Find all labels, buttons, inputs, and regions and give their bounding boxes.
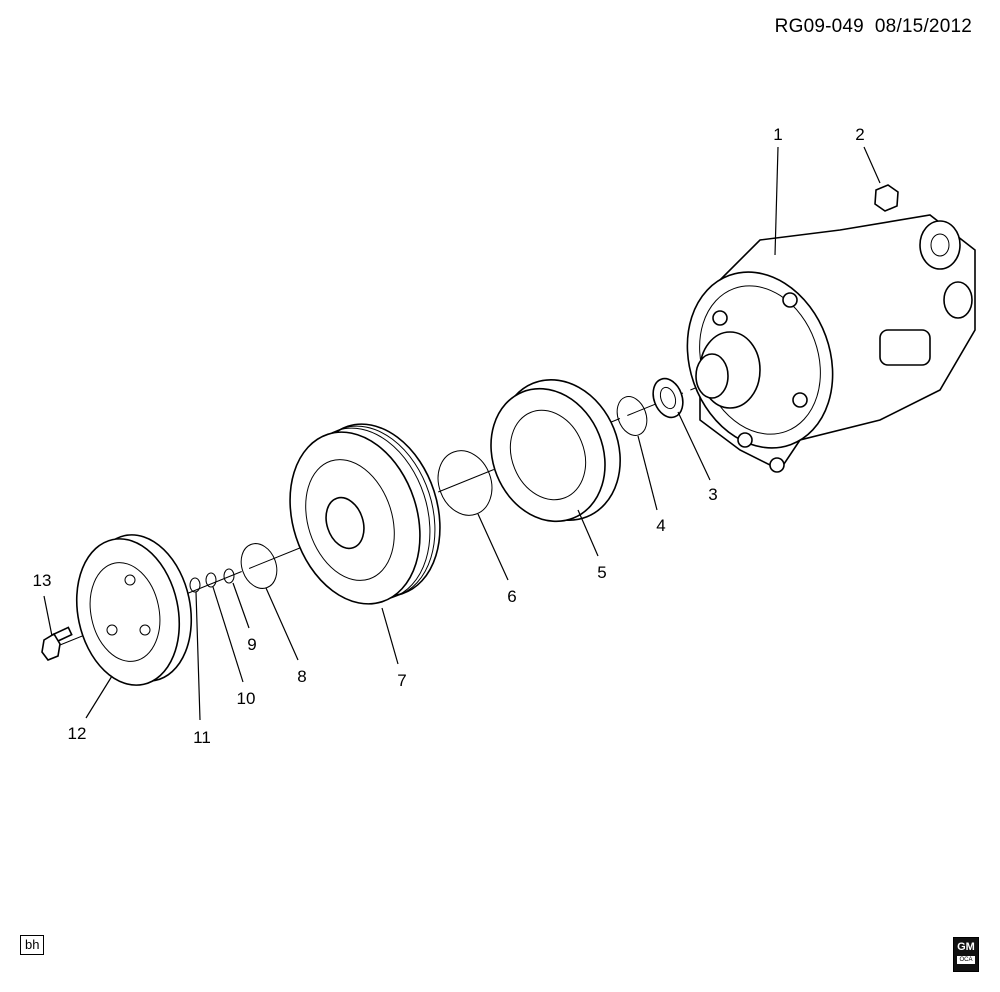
diagram-date: 08/15/2012 (874, 16, 972, 37)
part-5-coil (490, 378, 621, 523)
part-7-pulley (289, 423, 441, 605)
callout-4: 4 (656, 516, 665, 535)
part-6-snap-ring (437, 450, 493, 516)
part-4-snap-ring (616, 396, 648, 436)
callout-9: 9 (247, 635, 256, 654)
part-9-shim (223, 568, 235, 584)
part-13-bolt (41, 626, 73, 661)
callout-6: 6 (507, 587, 516, 606)
callout-13: 13 (33, 571, 52, 590)
part-8-snap-ring (240, 543, 278, 589)
gm-logo-subtext: OCA (957, 956, 975, 964)
diagram-header: RG09-049 08/15/2012 (775, 16, 972, 38)
part-12-clutch-plate (75, 534, 193, 686)
illustrator-initials: bh (20, 935, 45, 955)
part-2-cap (874, 184, 899, 212)
part-3-seal (652, 377, 684, 419)
callout-7: 7 (397, 671, 406, 690)
diagram-id: RG09-049 (774, 16, 864, 37)
part-11-shim (189, 577, 201, 593)
callout-11: 11 (193, 728, 211, 747)
leader-lines (43, 146, 881, 721)
gm-logo-text: GM (957, 941, 975, 953)
callout-10: 10 (237, 689, 256, 708)
callout-3: 3 (708, 485, 717, 504)
callout-1: 1 (773, 125, 782, 144)
callout-5: 5 (597, 563, 606, 582)
callout-2: 2 (855, 125, 864, 144)
part-1-compressor (686, 214, 976, 473)
part-10-shim (205, 572, 217, 588)
callout-12: 12 (68, 724, 87, 743)
callout-8: 8 (297, 667, 306, 686)
gm-logo: GM OCA (953, 937, 979, 972)
